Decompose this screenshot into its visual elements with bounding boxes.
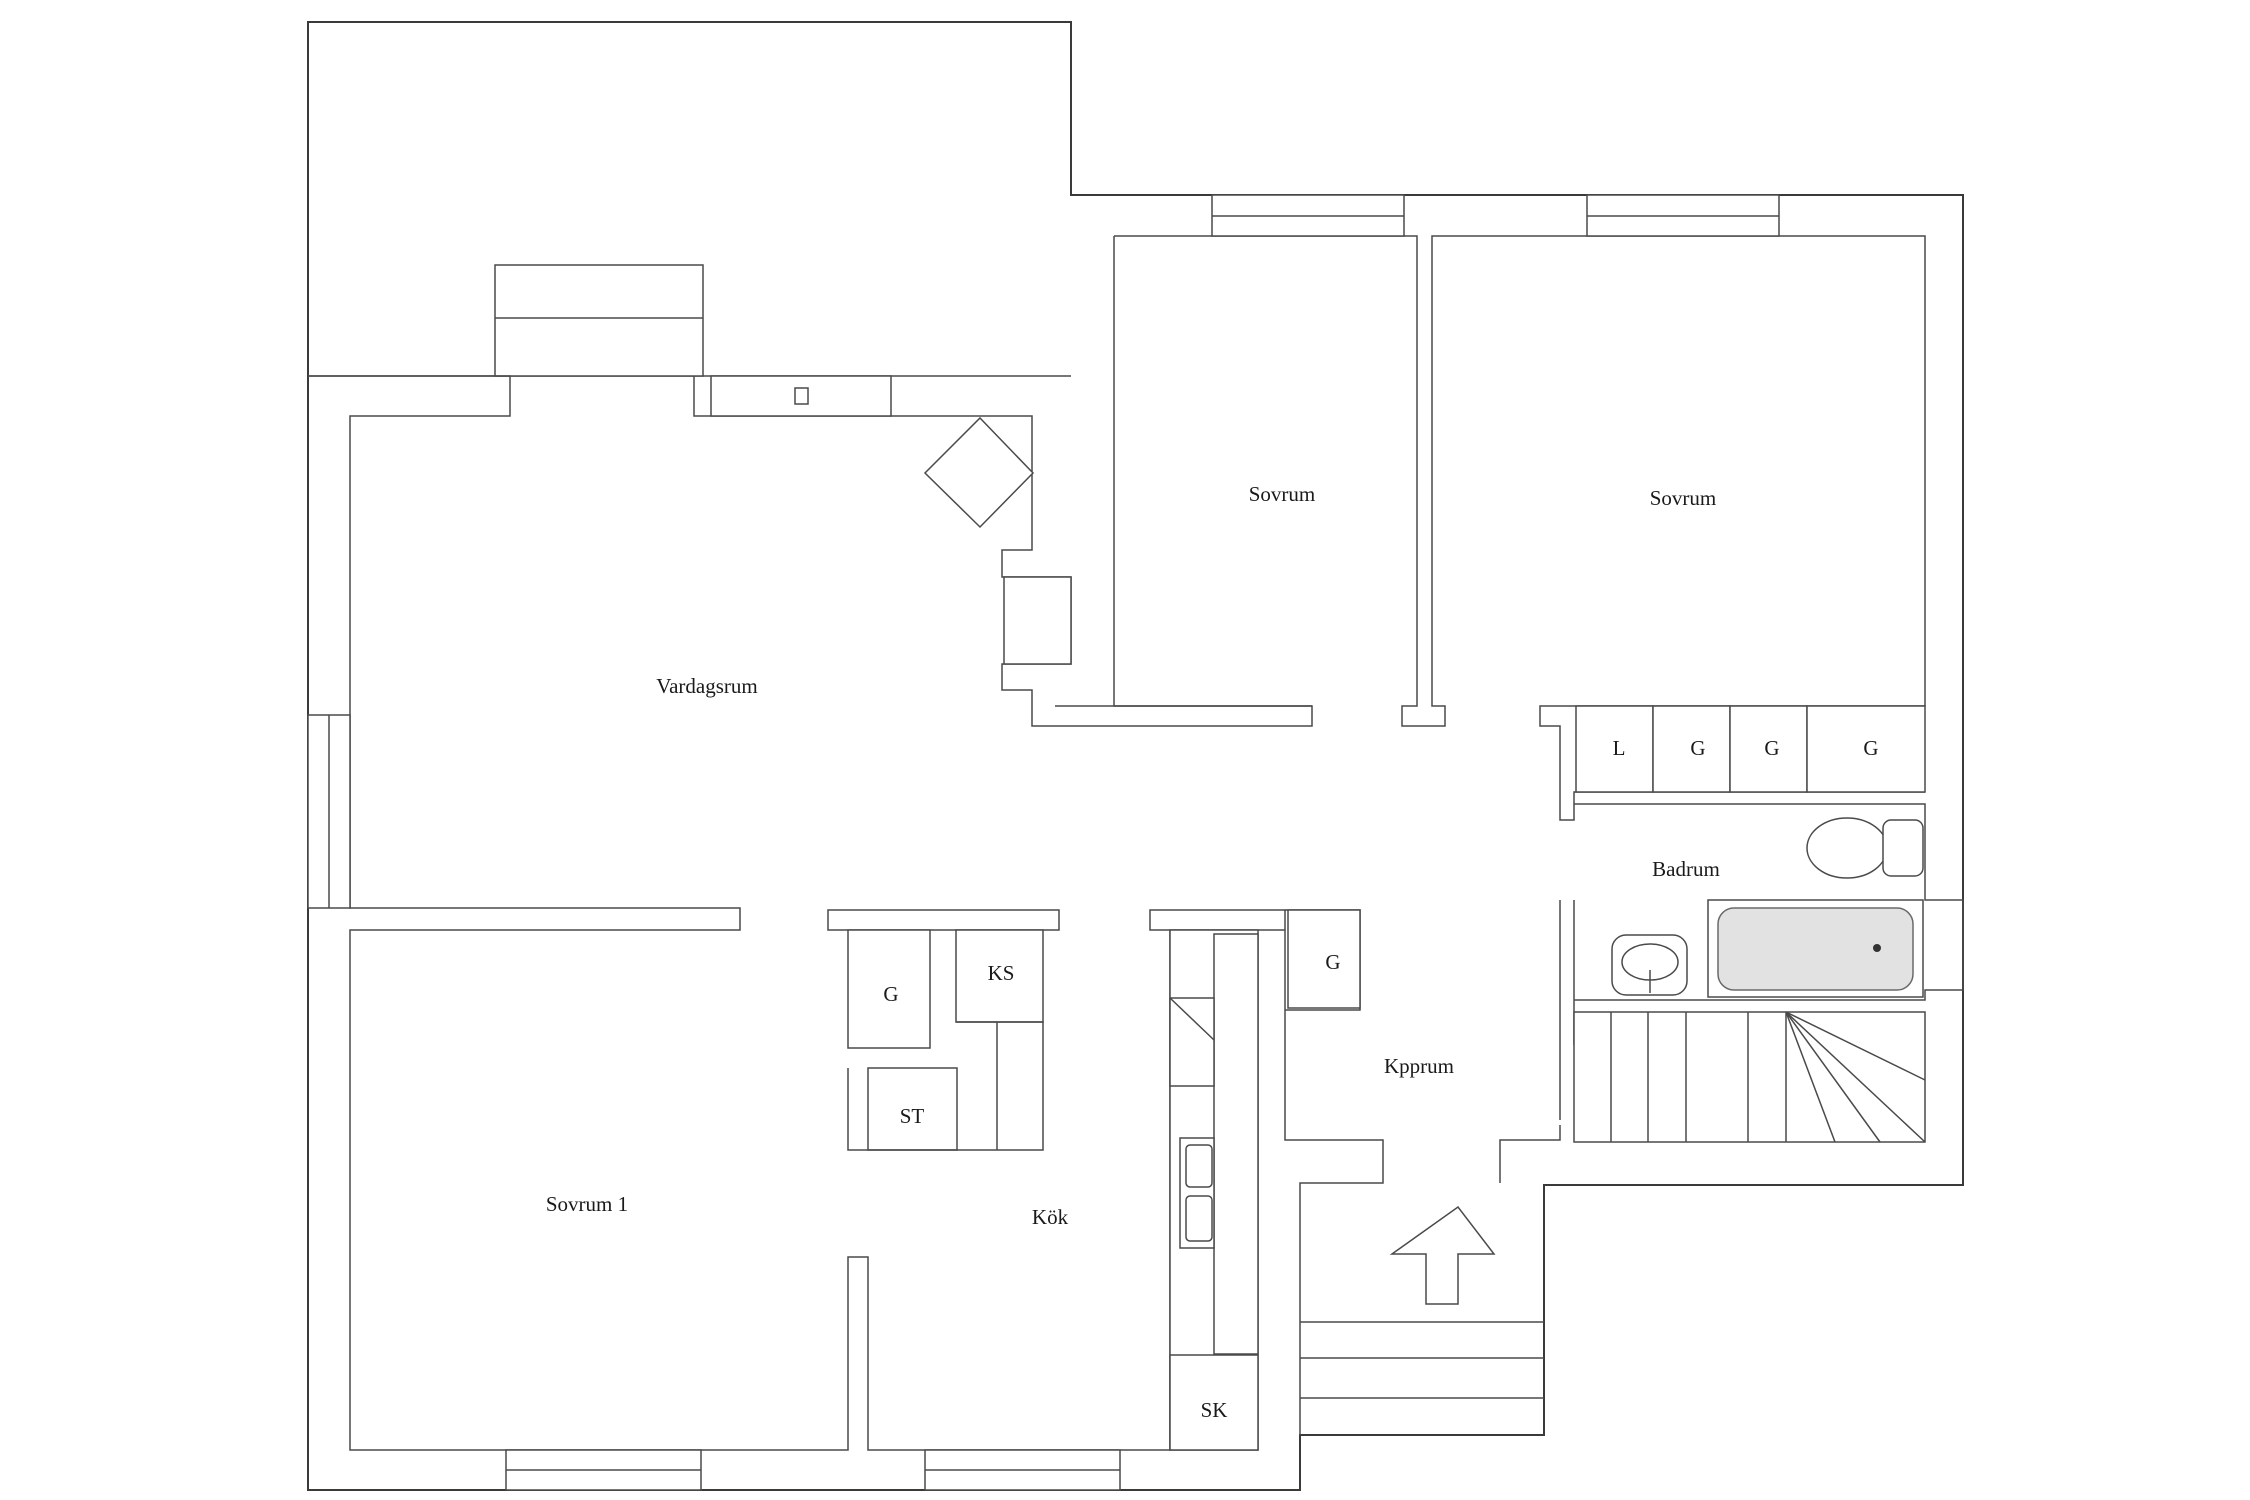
stove bbox=[1169, 997, 1215, 1087]
sink-bowl-2 bbox=[1185, 1195, 1213, 1242]
room-label-sovrum-1: Sovrum 1 bbox=[546, 1192, 628, 1216]
closet-label-ks: KS bbox=[988, 961, 1015, 985]
living-room-wall bbox=[308, 375, 1171, 1451]
closet-label-g: G bbox=[1764, 736, 1779, 760]
staircase bbox=[1573, 1011, 1926, 1143]
chimney bbox=[1003, 576, 1072, 665]
toilet-tank bbox=[1882, 819, 1924, 877]
closet-label-l: L bbox=[1613, 736, 1626, 760]
room-label-kok: Kök bbox=[1032, 1205, 1069, 1229]
terrace-bench bbox=[494, 264, 704, 377]
counter-edge bbox=[1213, 933, 1259, 1355]
stair-winder bbox=[1785, 1011, 1926, 1143]
room-label-sovrum: Sovrum bbox=[1650, 486, 1717, 510]
closet-divider bbox=[847, 1021, 1044, 1151]
stair-winder bbox=[1785, 1011, 1881, 1143]
sink-bowl-1 bbox=[1185, 1144, 1213, 1188]
stair-winder bbox=[1785, 1011, 1836, 1143]
closet-label-g: G bbox=[883, 982, 898, 1006]
bathroom-wall bbox=[1574, 803, 1964, 1001]
stair-winder bbox=[1785, 1011, 1926, 1081]
bathtub-drain bbox=[1873, 944, 1881, 952]
closet-g-kitchen bbox=[847, 929, 931, 1049]
window-latch bbox=[794, 387, 809, 405]
room-label-sovrum: Sovrum bbox=[1249, 482, 1316, 506]
bathtub-basin bbox=[1717, 907, 1914, 991]
closet-sk bbox=[1169, 1354, 1259, 1451]
hall-wall-2 bbox=[1499, 1045, 1561, 1183]
room-label-kpprum: Kpprum bbox=[1384, 1054, 1454, 1078]
closet-g2 bbox=[1729, 705, 1808, 793]
closet-ks bbox=[955, 929, 1044, 1023]
room-label-vardagsrum: Vardagsrum bbox=[656, 674, 757, 698]
fireplace bbox=[923, 416, 1035, 529]
closet-label-g: G bbox=[1690, 736, 1705, 760]
closet-l bbox=[1575, 705, 1654, 793]
closet-label-st: ST bbox=[900, 1104, 925, 1128]
stove-diag bbox=[1169, 997, 1215, 1041]
bedroom-a-inner bbox=[1113, 236, 1312, 707]
room-label-badrum: Badrum bbox=[1652, 857, 1720, 881]
toilet-bowl bbox=[1806, 817, 1888, 879]
closet-label-g: G bbox=[1863, 736, 1878, 760]
entrance-arrow bbox=[1389, 1205, 1496, 1305]
kitchen-partition bbox=[827, 909, 1060, 931]
closet-g3 bbox=[1806, 705, 1926, 793]
closet-label-sk: SK bbox=[1201, 1398, 1228, 1422]
closet-g-hall bbox=[1287, 909, 1361, 1009]
closet-st bbox=[867, 1067, 958, 1151]
closet-label-g: G bbox=[1325, 950, 1340, 974]
